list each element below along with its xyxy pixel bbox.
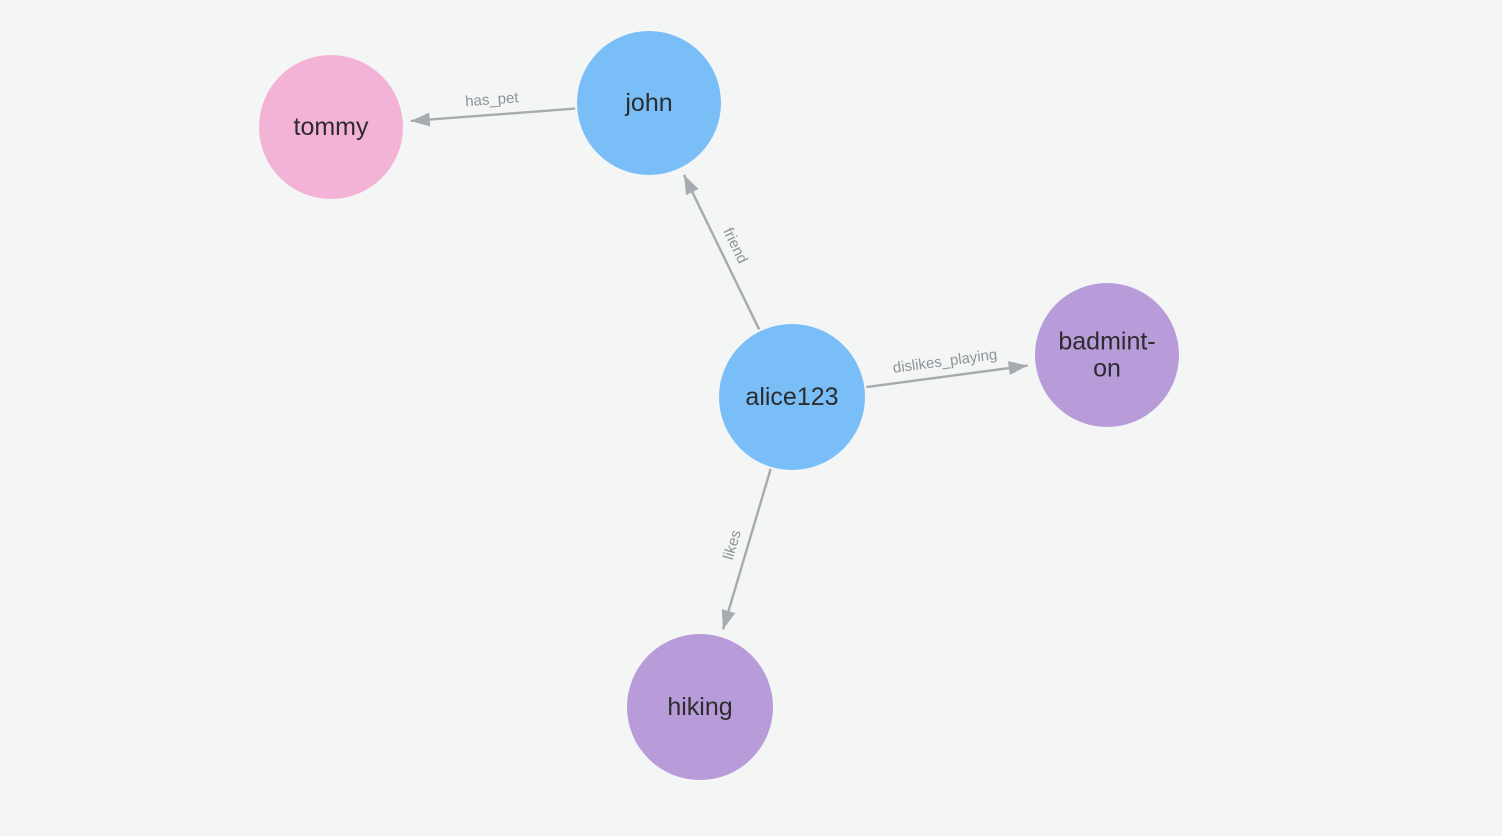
edge-line[interactable] <box>410 107 576 127</box>
node-circle[interactable] <box>577 31 721 175</box>
edge-line[interactable] <box>866 361 1028 389</box>
node-circle[interactable] <box>719 324 865 470</box>
edge-label[interactable]: has_pet <box>465 89 520 110</box>
graph-node-hiking[interactable]: hiking <box>627 634 773 780</box>
graph-node-john[interactable]: john <box>577 31 721 175</box>
edge-line[interactable] <box>721 468 772 630</box>
edge-label[interactable]: likes <box>720 528 745 562</box>
node-circle[interactable] <box>259 55 403 199</box>
edge-label[interactable]: friend <box>719 225 751 266</box>
graph-edge-likes[interactable]: likes <box>720 468 772 630</box>
graph-node-badminton[interactable]: badmint-on <box>1035 283 1179 427</box>
node-circle[interactable] <box>627 634 773 780</box>
graph-edge-dislikes_playing[interactable]: dislikes_playing <box>866 346 1028 389</box>
graph-edge-friend[interactable]: friend <box>682 174 761 331</box>
graph-edge-has_pet[interactable]: has_pet <box>410 89 576 127</box>
graph-node-tommy[interactable]: tommy <box>259 55 403 199</box>
node-circle[interactable] <box>1035 283 1179 427</box>
edge-line[interactable] <box>682 174 761 331</box>
node-layer: tommy john alice123 badmint-on hiking <box>259 31 1179 780</box>
graph-node-alice123[interactable]: alice123 <box>719 324 865 470</box>
